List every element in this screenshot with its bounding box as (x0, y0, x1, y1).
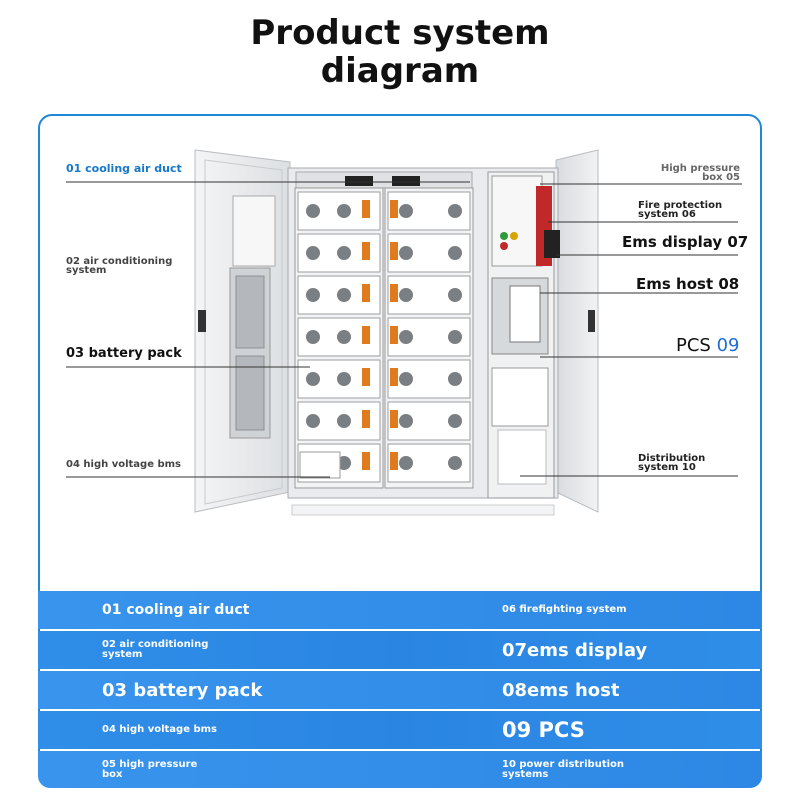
callout-high-voltage-bms: 04 high voltage bms (66, 459, 181, 470)
callout-high-pressure-box: High pressure box 05 (660, 163, 740, 183)
legend-row: 01 cooling air duct 06 firefighting syst… (38, 591, 762, 629)
cooling-duct (295, 171, 473, 189)
legend-right-1: 06 firefighting system (502, 604, 627, 615)
distribution-breakers (491, 367, 549, 427)
ems-display-screen (544, 230, 560, 258)
legend-left-5: 05 high pressure box (102, 759, 198, 780)
page-title: Product system diagram (0, 14, 800, 90)
legend-left-2: 02 air conditioning system (102, 639, 209, 660)
callout-battery-pack: 03 battery pack (66, 346, 182, 361)
control-compartment (487, 171, 560, 499)
pcs-number: 09 (716, 335, 740, 356)
right-door (555, 149, 599, 513)
callout-ems-display: Ems display 07 (622, 233, 749, 251)
legend-row: 03 battery pack 08ems host (38, 671, 762, 709)
legend-left-3: 03 battery pack (102, 679, 263, 701)
left-door (194, 149, 291, 513)
callout-distribution: Distribution system 10 (638, 453, 706, 473)
legend-right-3: 08ems host (502, 679, 620, 701)
legend-right-4: 09 PCS (502, 718, 585, 742)
battery-rack-right (384, 187, 474, 489)
legend-row: 02 air conditioning system 07ems display (38, 631, 762, 669)
legend-row: 04 high voltage bms 09 PCS (38, 711, 762, 749)
air-conditioner-top (232, 195, 276, 267)
legend-left-4: 04 high voltage bms (102, 724, 217, 735)
callout-ems-host: Ems host 08 (636, 275, 740, 293)
callout-pcs: PCS 09 (676, 337, 740, 355)
pcs-label: PCS (676, 335, 711, 356)
battery-rack-left (294, 187, 384, 489)
high-voltage-bms-box (299, 451, 341, 479)
high-pressure-box (491, 175, 543, 267)
title-line-1: Product system (250, 13, 550, 53)
callout-cooling-air-duct: 01 cooling air duct (66, 162, 182, 175)
legend-left-1: 01 cooling air duct (102, 602, 250, 618)
callout-air-conditioning: 02 air conditioning system (66, 256, 173, 276)
callout-lines (66, 181, 742, 478)
title-line-2: diagram (320, 51, 480, 91)
callout-fire-protection: Fire protection system 06 (638, 200, 723, 220)
legend-right-5: 10 power distribution systems (502, 759, 625, 780)
legend-row: 05 high pressure box 10 power distributi… (38, 751, 762, 788)
legend-right-2: 07ems display (502, 639, 648, 661)
legend-table: 01 cooling air duct 06 firefighting syst… (38, 591, 762, 788)
